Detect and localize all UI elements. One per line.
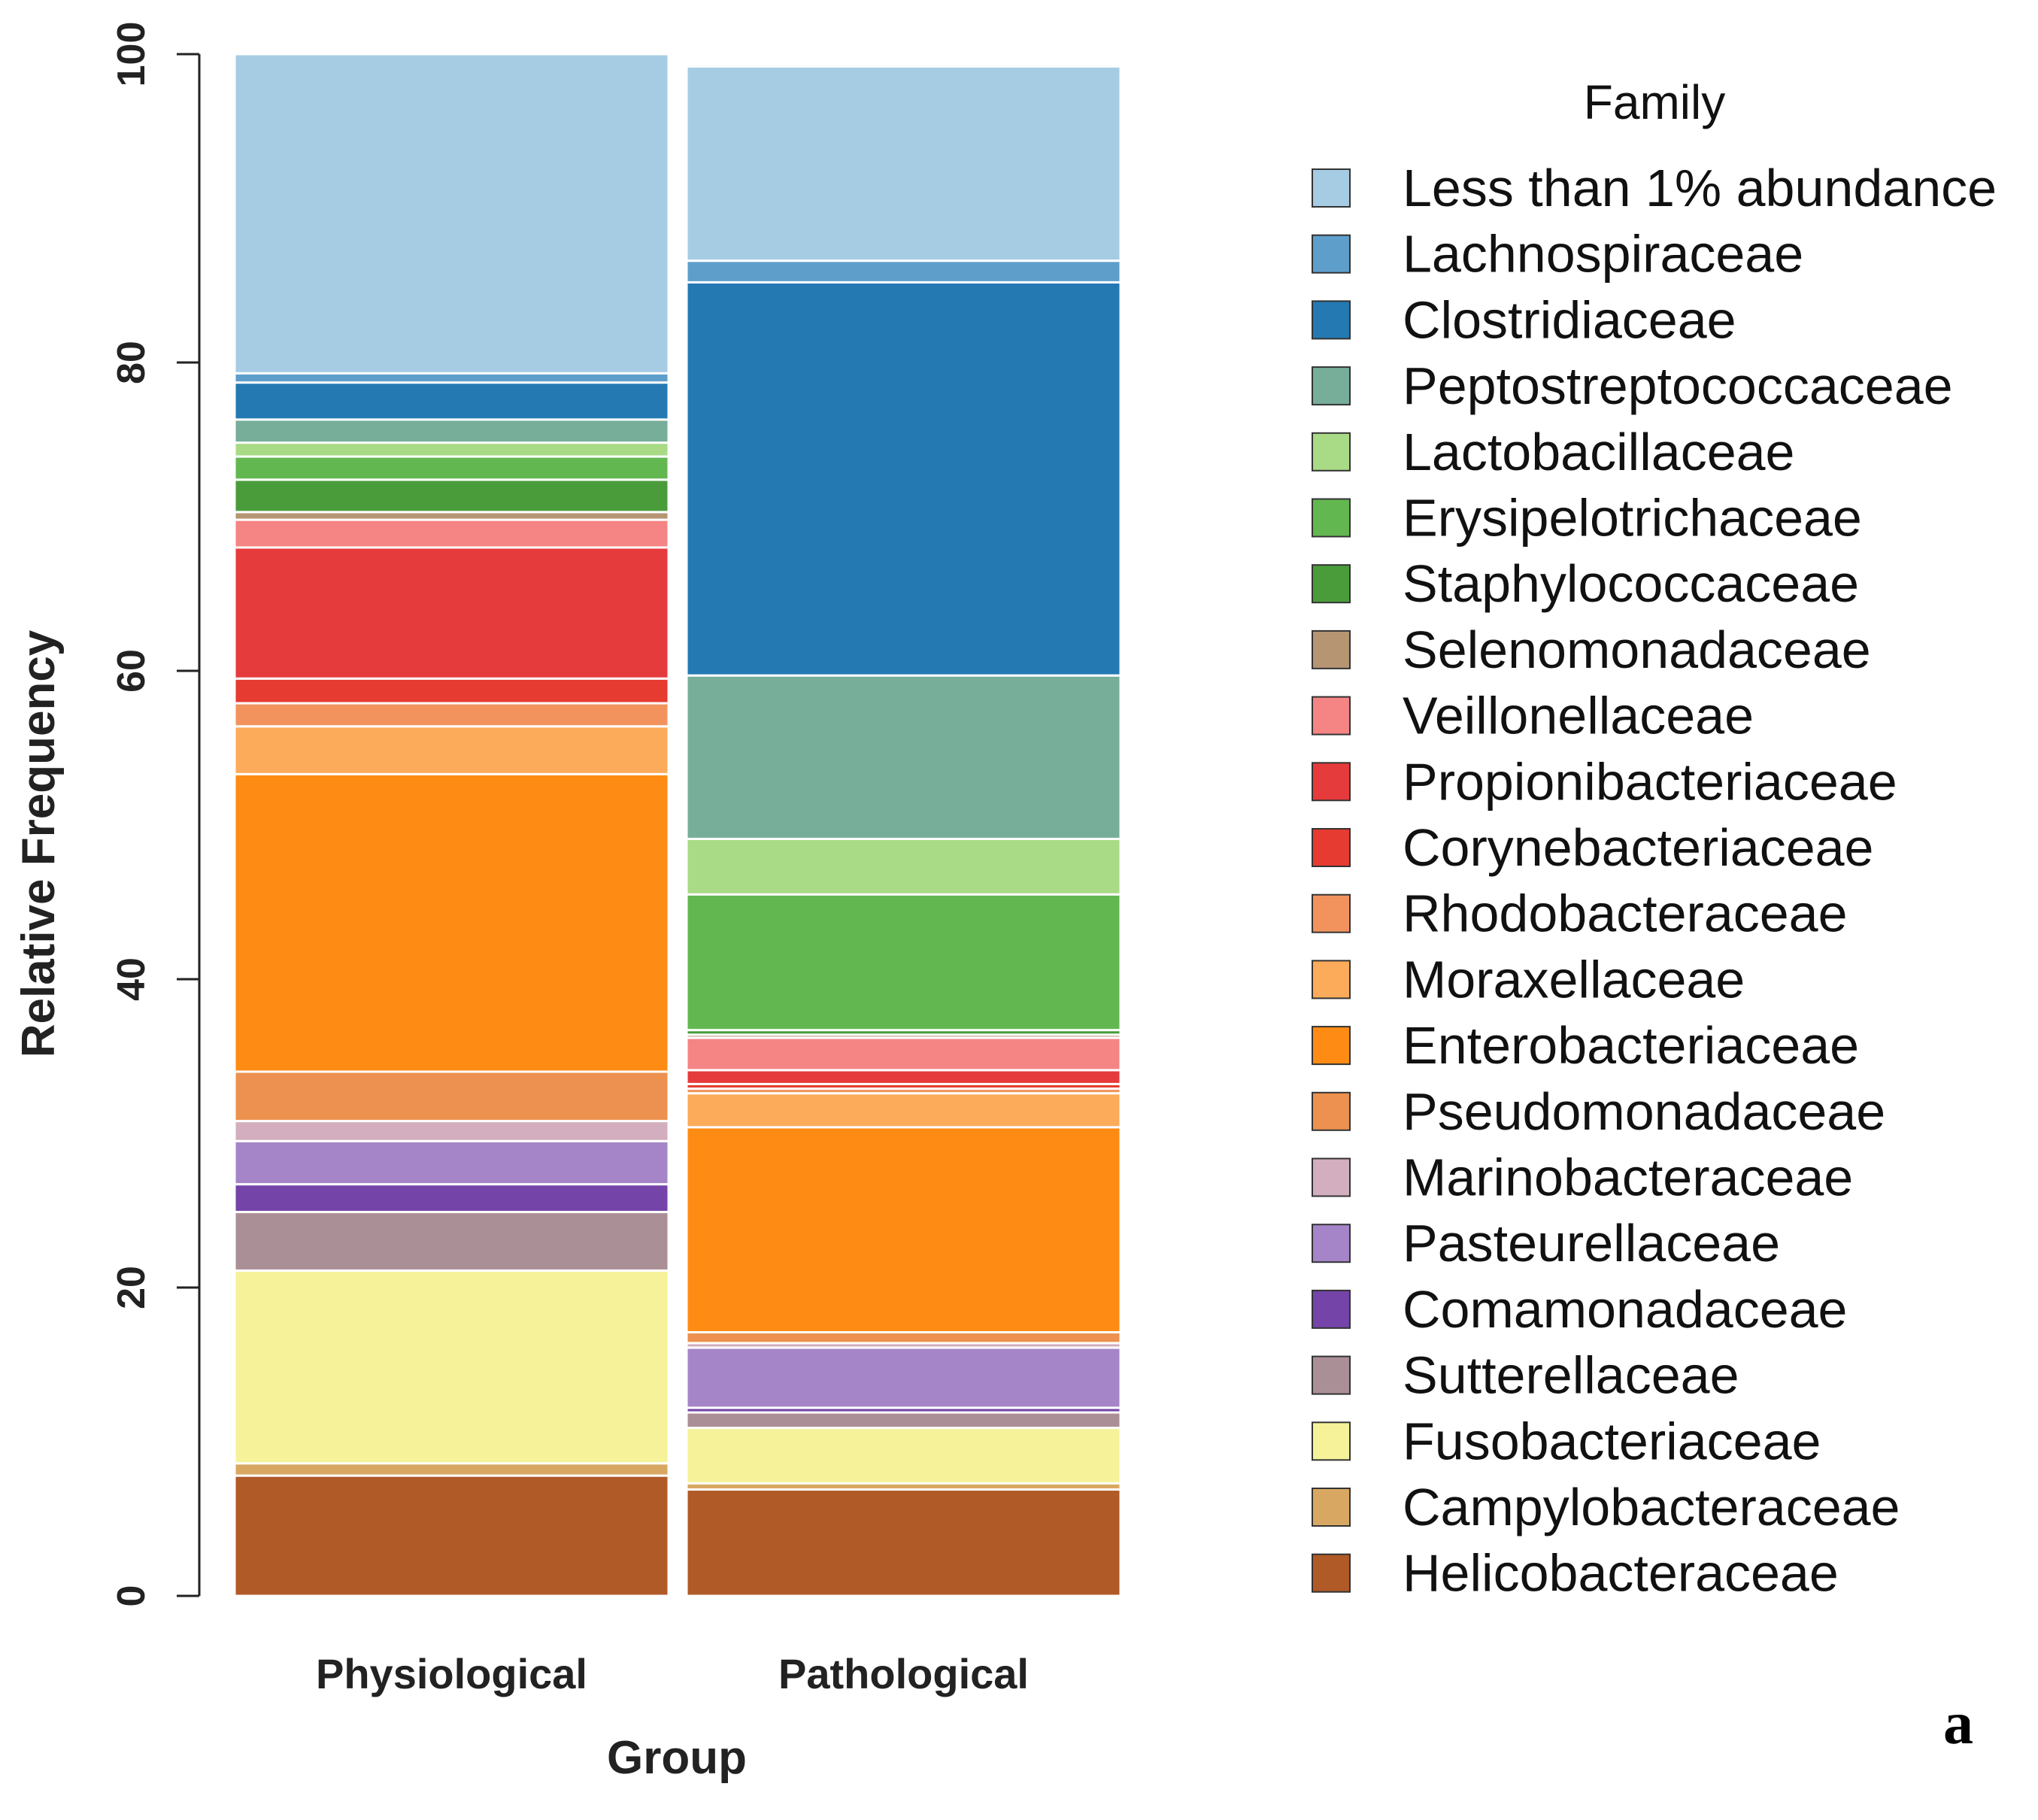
legend-swatch: [1312, 432, 1351, 472]
legend-label: Erysipelotrichaceae: [1403, 489, 1862, 548]
y-tick-label: 40: [110, 957, 153, 1001]
legend-label: Fusobacteriaceae: [1403, 1412, 1821, 1470]
category-label: Pathological: [778, 1650, 1029, 1697]
y-axis: 0 20 40 60 80 100: [110, 22, 201, 1607]
legend-swatch: [1312, 1157, 1351, 1197]
bar-segment: [233, 1211, 670, 1272]
legend-swatch: [1312, 960, 1351, 999]
legend-label: Lactobacillaceae: [1403, 423, 1794, 481]
legend-swatch: [1312, 1553, 1351, 1593]
bar-segment: [685, 1036, 1122, 1072]
bar-segment: [233, 53, 670, 375]
y-axis-title: Relative Frequency: [13, 629, 65, 1057]
category-label: Physiological: [316, 1650, 587, 1697]
legend-swatch: [1312, 1026, 1351, 1066]
bar-segment: [685, 1092, 1122, 1129]
bar-segment: [685, 1411, 1122, 1430]
legend-swatch: [1312, 168, 1351, 208]
legend-label: Comamonadaceae: [1403, 1280, 1847, 1339]
bar-segment: [233, 546, 670, 680]
bar-segment: [233, 1139, 670, 1186]
legend-swatch: [1312, 629, 1351, 669]
legend-label: Peptostreptococcaceae: [1403, 356, 1953, 415]
bar-segment: [685, 893, 1122, 1032]
bar-segment: [685, 1330, 1122, 1345]
bar-segment: [233, 1462, 670, 1477]
bar-segment: [685, 837, 1122, 896]
bar-segment: [685, 65, 1122, 262]
legend-swatch: [1312, 1488, 1351, 1527]
bar-segment: [233, 725, 670, 775]
bar-segment: [233, 1474, 670, 1597]
legend-title: Family: [1584, 75, 1725, 129]
bar-segment: [685, 259, 1122, 284]
y-tick-label: 100: [110, 22, 153, 87]
legend-label: Clostridiaceae: [1403, 290, 1736, 349]
y-tick-label: 20: [110, 1266, 153, 1309]
legend-label: Propionibacteriaceae: [1403, 752, 1897, 811]
legend-swatch: [1312, 828, 1351, 867]
legend: Family Less than 1% abundanceLachnospira…: [1312, 75, 1997, 1603]
legend-swatch: [1312, 498, 1351, 538]
legend-swatch: [1312, 1224, 1351, 1263]
bar-segment: [233, 478, 670, 514]
category-labels: Physiological Pathological: [316, 1650, 1029, 1697]
legend-swatch: [1312, 564, 1351, 604]
legend-swatch: [1312, 366, 1351, 406]
y-tick-label: 80: [110, 341, 153, 384]
bar-segment: [685, 1427, 1122, 1485]
legend-label: Selenomonadaceae: [1403, 620, 1871, 679]
legend-label: Enterobacteriaceae: [1403, 1016, 1859, 1075]
bar-segment: [685, 1126, 1122, 1333]
legend-label: Rhodobacteraceae: [1403, 884, 1848, 943]
y-tick-label: 0: [110, 1585, 153, 1607]
legend-label: Sutterellaceae: [1403, 1346, 1739, 1405]
legend-label: Veillonellaceae: [1403, 687, 1754, 745]
bar-segment: [233, 702, 670, 728]
bar-segment: [233, 418, 670, 444]
bar-segment: [233, 455, 670, 481]
bar-segment: [233, 677, 670, 705]
bar-segment: [233, 372, 670, 384]
legend-swatch: [1312, 234, 1351, 274]
legend-swatch: [1312, 1091, 1351, 1131]
legend-label: Less than 1% abundance: [1403, 159, 1997, 217]
legend-label: Moraxellaceae: [1403, 950, 1745, 1009]
legend-label: Helicobacteraceae: [1403, 1544, 1839, 1603]
legend-label: Pasteurellaceae: [1403, 1214, 1780, 1272]
legend-label: Marinobacteraceae: [1403, 1148, 1853, 1207]
legend-swatch: [1312, 300, 1351, 340]
bar-segment: [233, 511, 670, 521]
legend-label: Staphylococcaceae: [1403, 554, 1859, 613]
bar-segment: [233, 381, 670, 421]
bar-segment: [685, 1488, 1122, 1597]
legend-swatch: [1312, 1355, 1351, 1395]
panel-label: a: [1943, 1691, 1973, 1757]
legend-label: Corynebacteriaceae: [1403, 818, 1873, 877]
legend-label: Lachnospiraceae: [1403, 225, 1803, 284]
bar-segment: [685, 1069, 1122, 1085]
bar-segment: [233, 1120, 670, 1142]
bar-segment: [685, 281, 1122, 677]
legend-swatch: [1312, 1289, 1351, 1329]
legend-label: Campylobacteraceae: [1403, 1478, 1900, 1536]
legend-swatch: [1312, 893, 1351, 933]
bar-segment: [233, 518, 670, 549]
bar-segment: [685, 674, 1122, 840]
bar-segment: [233, 1183, 670, 1214]
x-axis-title: Group: [607, 1732, 747, 1784]
bars-layer: [233, 53, 1122, 1597]
bar-segment: [233, 772, 670, 1073]
legend-swatch: [1312, 1421, 1351, 1461]
legend-swatch: [1312, 696, 1351, 736]
bar-segment: [233, 1269, 670, 1465]
bar-segment: [233, 1070, 670, 1123]
legend-label: Pseudomonadaceae: [1403, 1082, 1885, 1141]
legend-swatch: [1312, 762, 1351, 802]
bar-segment: [685, 1346, 1122, 1409]
y-tick-label: 60: [110, 649, 153, 693]
bar-segment: [233, 441, 670, 458]
